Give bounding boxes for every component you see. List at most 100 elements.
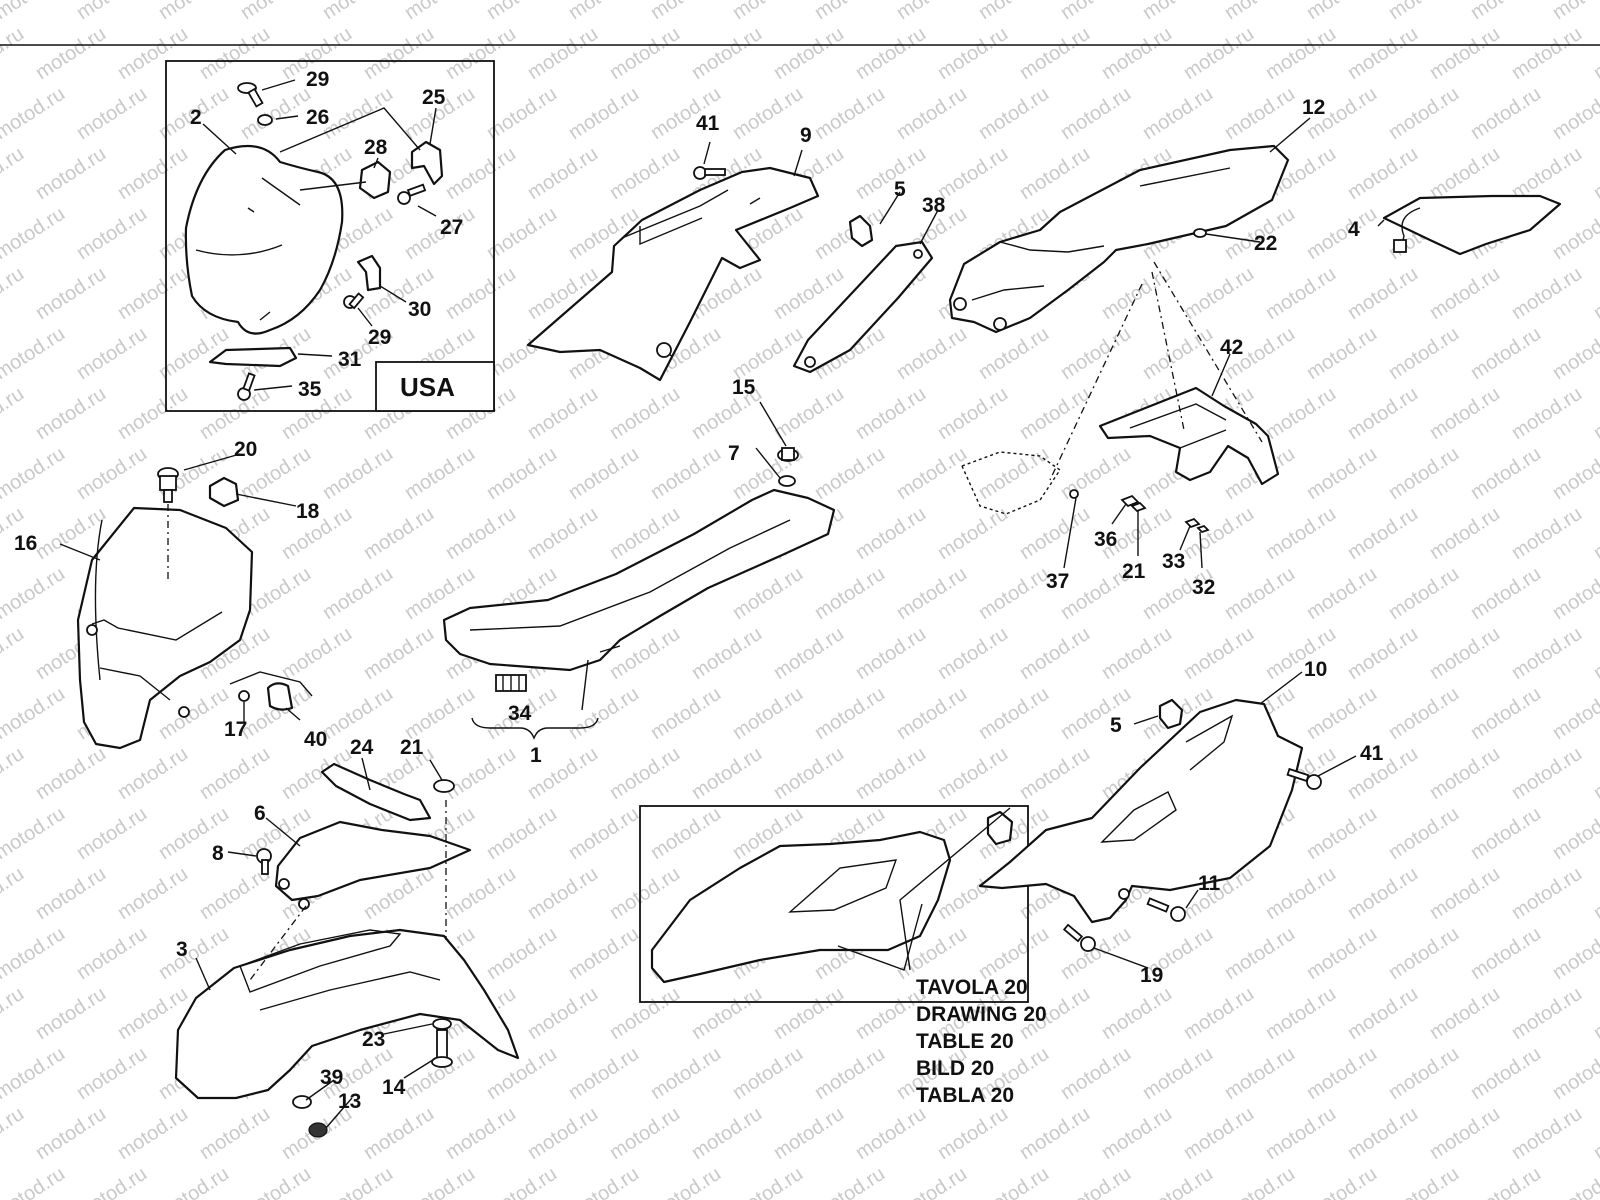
watermark-text: motod.ru <box>1221 563 1299 624</box>
watermark-text: motod.ru <box>1098 263 1176 324</box>
watermark-text: motod.ru <box>1549 1163 1600 1200</box>
watermark-text: motod.ru <box>483 0 561 24</box>
reference-note: TAVOLA 20 DRAWING 20 TABLE 20 BILD 20 TA… <box>916 976 1047 1107</box>
callout-13: 13 <box>338 1090 361 1113</box>
watermark-text: motod.ru <box>196 743 274 804</box>
part-12-rear-fender <box>948 144 1290 334</box>
watermark-text: motod.ru <box>319 443 397 504</box>
watermark-text: motod.ru <box>1385 1043 1463 1104</box>
watermark-text: motod.ru <box>1467 923 1545 984</box>
watermark-text: motod.ru <box>1426 743 1504 804</box>
watermark-text: motod.ru <box>647 1043 725 1104</box>
watermark-text: motod.ru <box>114 383 192 444</box>
callout-5-lower: 5 <box>1110 714 1122 737</box>
watermark-text: motod.ru <box>32 983 110 1044</box>
watermark-text: motod.ru <box>1549 803 1600 864</box>
watermark-text: motod.ru <box>1303 803 1381 864</box>
watermark-text: motod.ru <box>1426 983 1504 1044</box>
watermark-text: motod.ru <box>1590 1103 1600 1164</box>
watermark-text: motod.ru <box>0 803 69 864</box>
usa-label-box <box>375 361 495 412</box>
watermark-text: motod.ru <box>1057 83 1135 144</box>
screw-19 <box>1062 923 1096 952</box>
watermark-text: motod.ru <box>1426 863 1504 924</box>
watermark-text: motod.ru <box>114 263 192 324</box>
watermark-text: motod.ru <box>319 683 397 744</box>
watermark-text: motod.ru <box>606 143 684 204</box>
watermark-text: motod.ru <box>1508 503 1586 564</box>
watermark-text: motod.ru <box>1262 983 1340 1044</box>
watermark-text: motod.ru <box>1590 503 1600 564</box>
watermark-text: motod.ru <box>852 383 930 444</box>
callout-19: 19 <box>1140 964 1163 987</box>
part-4-tail-light <box>1382 194 1562 256</box>
watermark-text: motod.ru <box>0 383 28 444</box>
part-1-seat-seam <box>469 519 791 631</box>
watermark-text: motod.ru <box>114 23 192 84</box>
callout-26: 26 <box>306 106 329 129</box>
watermark-text: motod.ru <box>73 203 151 264</box>
watermark-text: motod.ru <box>1139 323 1217 384</box>
callout-7: 7 <box>728 442 740 465</box>
watermark-text: motod.ru <box>524 143 602 204</box>
bolt-29-lower <box>343 292 365 310</box>
part-4-wire <box>1401 207 1421 245</box>
watermark-text: motod.ru <box>1508 263 1586 324</box>
watermark-text: motod.ru <box>1590 143 1600 204</box>
part-6-fender-plate <box>274 820 472 902</box>
watermark-text: motod.ru <box>0 143 28 204</box>
watermark-text: motod.ru <box>1549 563 1600 624</box>
watermark-text: motod.ru <box>606 743 684 804</box>
watermark-text: motod.ru <box>1057 1163 1135 1200</box>
watermark-text: motod.ru <box>811 1163 889 1200</box>
watermark-text: motod.ru <box>852 143 930 204</box>
watermark-text: motod.ru <box>647 803 725 864</box>
part-42-plate-bracket <box>1098 386 1280 486</box>
watermark-text: motod.ru <box>155 683 233 744</box>
watermark-text: motod.ru <box>524 383 602 444</box>
clip-5-lower <box>1158 698 1184 730</box>
watermark-text: motod.ru <box>1549 83 1600 144</box>
watermark-text: motod.ru <box>1262 623 1340 684</box>
callout-36: 36 <box>1094 528 1117 551</box>
watermark-text: motod.ru <box>1385 443 1463 504</box>
watermark-text: motod.ru <box>893 563 971 624</box>
dash-fender-stack <box>249 800 447 981</box>
washer-23 <box>432 1018 452 1030</box>
bracket-25 <box>410 140 444 186</box>
part-10-side-cover <box>978 698 1304 924</box>
watermark-text: motod.ru <box>975 83 1053 144</box>
callout-20: 20 <box>234 438 257 461</box>
watermark-text: motod.ru <box>1016 23 1094 84</box>
watermark-text: motod.ru <box>1057 443 1135 504</box>
watermark-text: motod.ru <box>1590 23 1600 84</box>
callout-15: 15 <box>732 376 756 399</box>
callout-1: 1 <box>530 744 542 767</box>
part-2-number-plate <box>184 144 344 335</box>
watermark-text: motod.ru <box>729 83 807 144</box>
watermark-text: motod.ru <box>0 743 28 804</box>
part-1-seat <box>442 488 836 672</box>
watermark-text: motod.ru <box>1426 23 1504 84</box>
watermark-text: motod.ru <box>319 563 397 624</box>
callout-35: 35 <box>298 378 322 401</box>
watermark-text: motod.ru <box>811 563 889 624</box>
nut-13 <box>308 1122 328 1138</box>
callout-28: 28 <box>364 136 388 159</box>
callout-42: 42 <box>1220 336 1243 359</box>
watermark-text: motod.ru <box>1262 503 1340 564</box>
watermark-text: motod.ru <box>0 0 69 24</box>
watermark-text: motod.ru <box>1549 0 1600 24</box>
watermark-text: motod.ru <box>975 563 1053 624</box>
watermark-text: motod.ru <box>1016 503 1094 564</box>
watermark-text: motod.ru <box>1180 503 1258 564</box>
rubber-34-ribs <box>502 675 520 691</box>
callout-37: 37 <box>1046 570 1069 593</box>
watermark-text: motod.ru <box>114 743 192 804</box>
washer-21-rear <box>1130 501 1147 513</box>
watermark-text: motod.ru <box>0 563 69 624</box>
watermark-text: motod.ru <box>1549 683 1600 744</box>
watermark-text: motod.ru <box>770 623 848 684</box>
usa-inset-box: USA <box>165 60 495 412</box>
callout-3: 3 <box>176 938 188 961</box>
